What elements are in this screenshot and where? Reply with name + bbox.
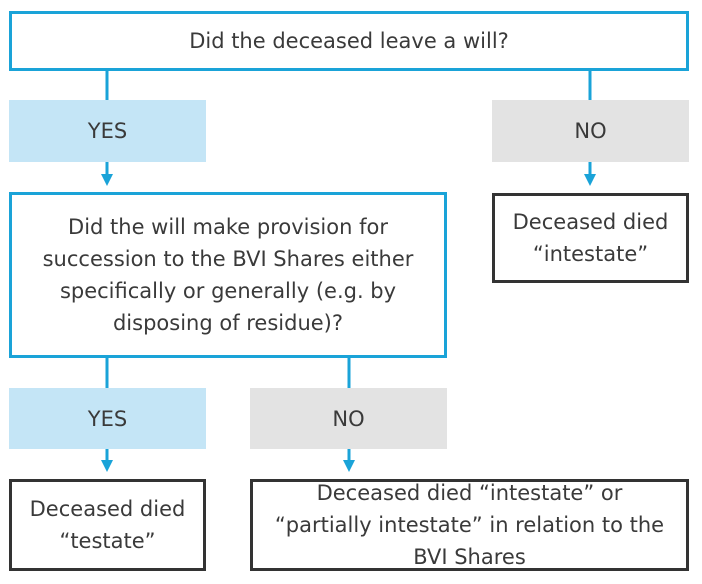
question-left-will-text: Did the deceased leave a will?: [189, 29, 509, 53]
no-label-provision: NO: [332, 406, 365, 431]
no-box-will: NO: [492, 100, 689, 162]
no-label-will: NO: [574, 119, 607, 143]
question-provision-text: Did the will make provision for successi…: [42, 215, 414, 335]
question-provision-box: Did the will make provision for successi…: [9, 192, 447, 358]
yes-box-provision: YES: [9, 388, 206, 449]
no-box-provision: NO: [250, 388, 447, 449]
question-left-will-box: Did the deceased leave a will?: [9, 11, 689, 71]
yes-label-provision: YES: [87, 406, 128, 431]
outcome-intestate-box: Deceased died “intestate”: [492, 193, 689, 283]
outcome-partial-intestate-box: Deceased died “intestate” or “partially …: [250, 479, 689, 571]
outcome-testate-text: Deceased died “testate”: [29, 497, 186, 553]
outcome-testate-box: Deceased died “testate”: [9, 479, 206, 571]
outcome-partial-intestate-text: Deceased died “intestate” or “partially …: [274, 481, 665, 569]
yes-label-will: YES: [87, 119, 128, 143]
outcome-intestate-text: Deceased died “intestate”: [512, 210, 669, 266]
yes-box-will: YES: [9, 100, 206, 162]
